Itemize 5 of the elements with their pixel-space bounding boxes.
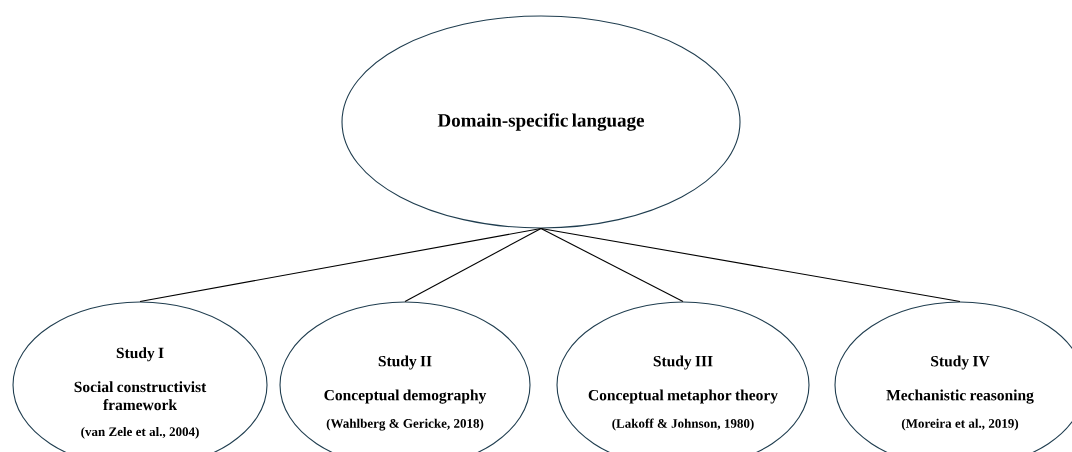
connector-line [404, 228, 542, 302]
ellipse-node: Domain-specific language [341, 15, 741, 229]
connector-line [540, 228, 684, 302]
connector-line [540, 228, 961, 302]
connector-line [139, 228, 542, 302]
